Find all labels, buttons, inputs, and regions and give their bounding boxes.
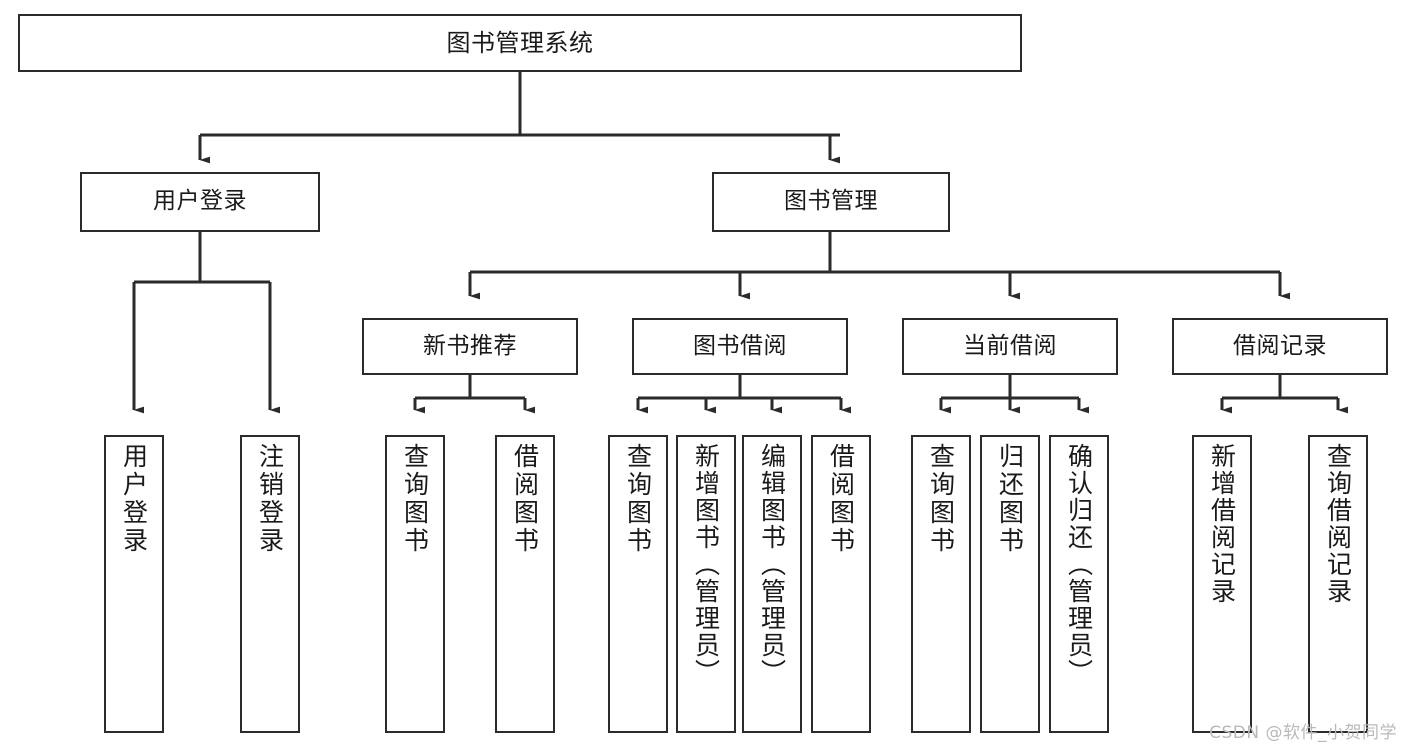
node-label: 图书管理系统 [446,28,594,57]
leaf-add-borrow-record[interactable]: 新增借阅记录 [1192,435,1252,733]
node-label: 借阅图书 [826,443,856,555]
leaf-add-book-admin[interactable]: 新增图书（管理员） [676,435,736,733]
node-borrow-record[interactable]: 借阅记录 [1172,318,1388,375]
node-label: 新增图书（管理员） [691,443,721,686]
node-label: 归还图书 [995,443,1025,555]
leaf-query-book-borrow[interactable]: 查询图书 [608,435,668,733]
node-label: 编辑图书（管理员） [757,443,787,686]
node-label: 查询图书 [400,443,430,555]
node-new-book-recommend[interactable]: 新书推荐 [362,318,578,375]
node-label: 用户登录 [119,443,149,555]
node-label: 查询图书 [926,443,956,555]
node-root-book-management-system[interactable]: 图书管理系统 [18,14,1022,72]
leaf-edit-book-admin[interactable]: 编辑图书（管理员） [742,435,802,733]
leaf-return-book[interactable]: 归还图书 [980,435,1040,733]
node-label: 用户登录 [153,188,247,215]
leaf-logout-login[interactable]: 注销登录 [240,435,300,733]
node-label: 查询图书 [623,443,653,555]
node-label: 注销登录 [255,443,285,555]
node-label: 新增借阅记录 [1207,443,1237,605]
node-label: 新书推荐 [423,332,517,359]
leaf-borrow-book-borrow[interactable]: 借阅图书 [811,435,871,733]
leaf-query-book-newbook[interactable]: 查询图书 [385,435,445,733]
leaf-confirm-return-admin[interactable]: 确认归还（管理员） [1049,435,1109,733]
node-label: 当前借阅 [963,332,1057,359]
csdn-watermark: CSDN @软件_小贺同学 [1209,723,1397,743]
leaf-borrow-book-newbook[interactable]: 借阅图书 [495,435,555,733]
node-label: 图书借阅 [693,332,787,359]
node-book-management[interactable]: 图书管理 [712,172,950,232]
node-book-borrow[interactable]: 图书借阅 [632,318,848,375]
node-label: 借阅图书 [510,443,540,555]
node-current-borrow[interactable]: 当前借阅 [902,318,1118,375]
node-label: 图书管理 [784,188,878,215]
leaf-query-borrow-record[interactable]: 查询借阅记录 [1308,435,1368,733]
node-label: 确认归还（管理员） [1064,443,1094,686]
leaf-user-login[interactable]: 用户登录 [104,435,164,733]
node-label: 查询借阅记录 [1323,443,1353,605]
leaf-query-book-current[interactable]: 查询图书 [911,435,971,733]
node-label: 借阅记录 [1233,332,1327,359]
node-user-login[interactable]: 用户登录 [80,172,320,232]
